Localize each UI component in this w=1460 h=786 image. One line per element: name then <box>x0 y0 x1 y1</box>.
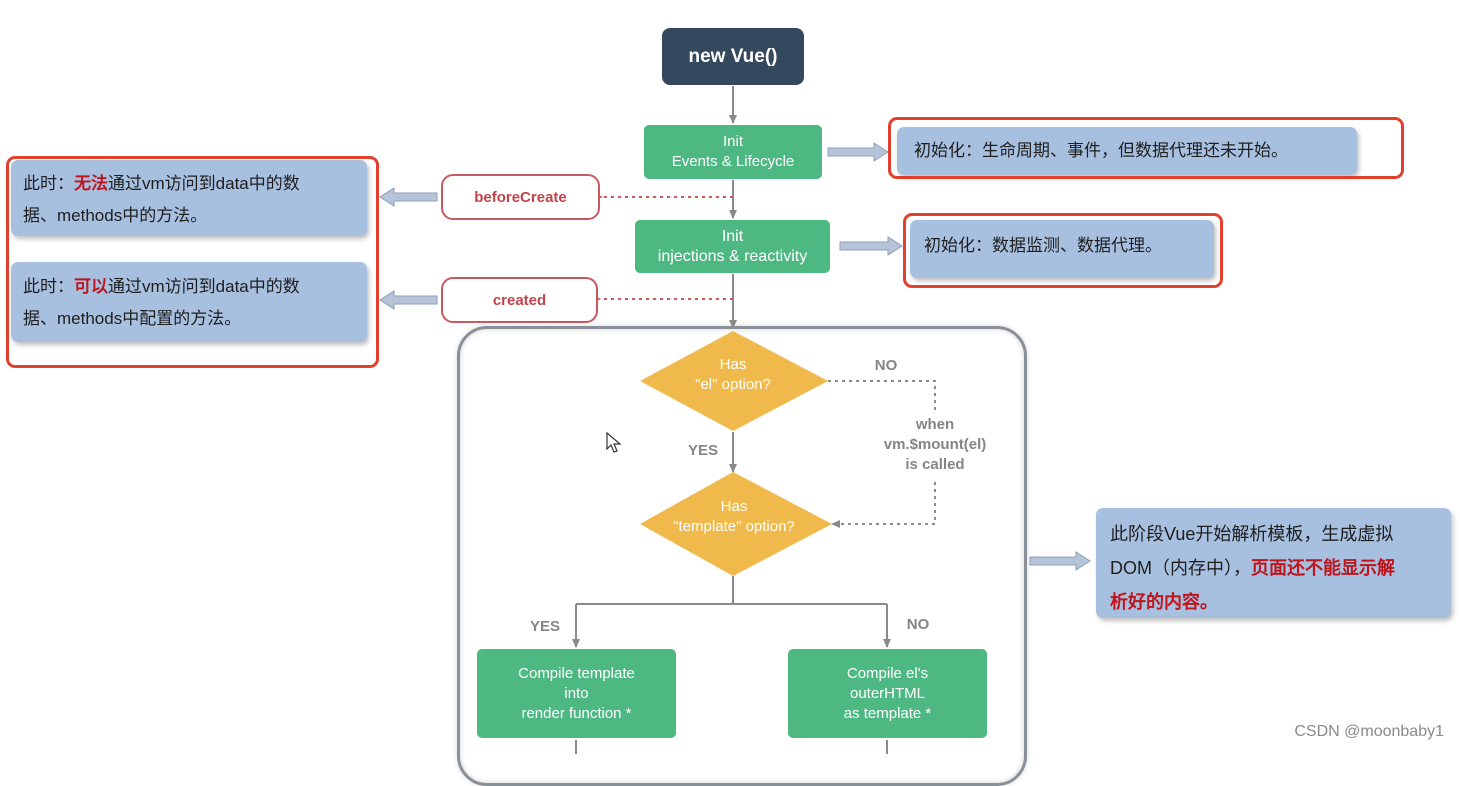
mouse-cursor-icon <box>606 432 622 453</box>
has-el-line1: Has <box>719 356 747 373</box>
has-template-label: Has "template" option? <box>648 497 820 537</box>
before-create-note-line1: 此时：无法通过vm访问到data中的数 <box>23 174 300 193</box>
init-injections-note: 初始化：数据监测、数据代理。 <box>910 220 1214 278</box>
has-el-diamond <box>640 331 828 431</box>
template-phase-line2: DOM（内存中），页面还不能显示解 <box>1110 558 1395 578</box>
when-mount-line2: vm.$mount(el) <box>883 436 987 453</box>
yes-el-label: YES <box>687 442 718 459</box>
compile-template-line2: into <box>564 684 589 702</box>
no-el-branch <box>828 380 936 528</box>
init-events-lifecycle-node: Init Events & Lifecycle <box>644 125 822 179</box>
no-template-label: NO <box>906 616 930 633</box>
template-phase-line3: 析好的内容。 <box>1110 592 1218 612</box>
template-phase-line1: 此阶段Vue开始解析模板，生成虚拟 <box>1110 524 1394 544</box>
hook-links <box>592 193 733 303</box>
note-pointers <box>379 142 1091 571</box>
init-events-highlight-box <box>888 117 1404 179</box>
compile-template-line1: Compile template <box>518 664 635 682</box>
created-highlight: 可以 <box>74 277 108 296</box>
created-note: 此时：可以通过vm访问到data中的数 据、methods中配置的方法。 <box>11 262 367 342</box>
init-injections-reactivity-node: Init injections & reactivity <box>635 220 830 273</box>
template-phase-note: 此阶段Vue开始解析模板，生成虚拟 DOM（内存中），页面还不能显示解 析好的内… <box>1096 508 1451 618</box>
before-create-hook: beforeCreate <box>441 174 600 220</box>
when-mount-line1: when <box>915 416 955 433</box>
created-hook: created <box>441 277 598 323</box>
has-template-line1: Has <box>720 498 748 515</box>
no-el-label: NO <box>874 357 898 374</box>
init-events-note: 初始化：生命周期、事件，但数据代理还未开始。 <box>897 127 1357 175</box>
before-create-label: beforeCreate <box>474 188 567 206</box>
when-mount-label: when vm.$mount(el) is called <box>868 415 1002 475</box>
created-label: created <box>492 291 547 309</box>
created-note-line1: 此时：可以通过vm访问到data中的数 <box>23 277 300 296</box>
when-mount-line3: is called <box>905 456 965 473</box>
before-create-note-line2: 据、methods中的方法。 <box>23 206 208 225</box>
before-create-highlight: 无法 <box>74 174 108 193</box>
new-vue-label: new Vue() <box>688 45 778 67</box>
compile-template-line3: render function * <box>521 704 632 722</box>
csdn-watermark: CSDN @moonbaby1 <box>1294 723 1444 740</box>
init-events-line2: Events & Lifecycle <box>671 153 795 170</box>
init-injections-line2: injections & reactivity <box>657 247 808 265</box>
before-create-note: 此时：无法通过vm访问到data中的数 据、methods中的方法。 <box>11 160 367 236</box>
compile-el-line1: Compile el's <box>846 664 929 682</box>
compile-el-node: Compile el's outerHTML as template * <box>788 649 987 738</box>
flow-connectors <box>379 86 1091 754</box>
main-flow-lines <box>572 86 891 754</box>
has-template-diamond <box>640 472 832 576</box>
compile-el-line3: as template * <box>843 704 932 722</box>
template-phase-highlight-1: 页面还不能显示解 <box>1251 558 1395 578</box>
compile-el-line2: outerHTML <box>849 684 926 702</box>
compile-template-node: Compile template into render function * <box>477 649 676 738</box>
yes-template-label: YES <box>529 618 560 635</box>
init-injections-highlight-box <box>903 213 1223 288</box>
has-el-line2: "el" option? <box>695 376 771 393</box>
init-events-line1: Init <box>722 133 743 150</box>
has-el-label: Has "el" option? <box>660 355 806 395</box>
has-template-line2: "template" option? <box>673 518 795 535</box>
left-notes-highlight-box <box>6 156 379 368</box>
init-injections-line1: Init <box>721 227 744 245</box>
created-note-line2: 据、methods中配置的方法。 <box>23 309 242 328</box>
new-vue-node: new Vue() <box>662 28 804 85</box>
